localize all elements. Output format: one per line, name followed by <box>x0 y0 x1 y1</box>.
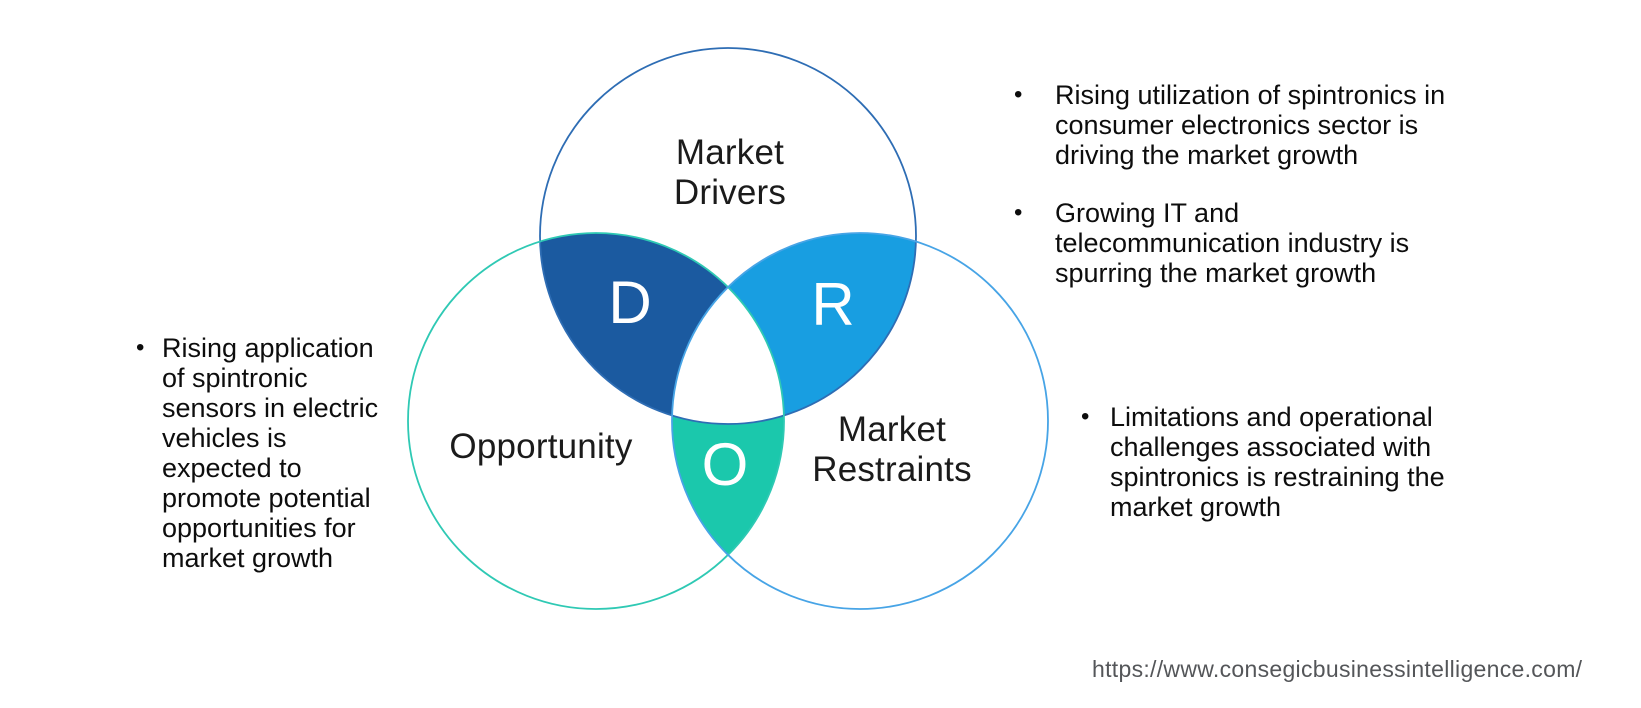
bullet-text-driver-1: Rising utilization of spintronics in con… <box>1055 80 1446 170</box>
bullet-text-opportunity: Rising application of spintronic sensors… <box>162 333 379 573</box>
circle-opportunity <box>407 232 785 610</box>
intersection-letter-d: D <box>608 269 652 336</box>
circle-market-restraints <box>671 232 1049 610</box>
label-opportunity: Opportunity <box>449 427 633 466</box>
bullet-icon: • <box>1014 81 1023 108</box>
circle-market-drivers <box>539 47 917 425</box>
footer-url: https://www.consegicbusinessintelligence… <box>1092 656 1583 682</box>
label-market-drivers: Market Drivers <box>673 133 787 212</box>
bullet-icon: • <box>1014 199 1023 226</box>
intersection-letter-r: R <box>811 271 855 338</box>
label-market-restraints: Market Restraints <box>812 410 972 489</box>
bullet-text-restraint-1: Limitations and operational challenges a… <box>1110 402 1445 522</box>
bullet-group-drivers: • Rising utilization of spintronics in c… <box>1014 80 1445 288</box>
bullet-group-opportunity: • Rising application of spintronic senso… <box>136 333 378 573</box>
bullet-icon: • <box>136 334 145 361</box>
list-item: • Limitations and operational challenges… <box>1081 402 1445 522</box>
bullet-icon: • <box>1081 403 1090 430</box>
intersection-letter-o: O <box>701 431 749 498</box>
list-item: • Growing IT and telecommunication indus… <box>1014 198 1445 288</box>
bullet-group-restraints: • Limitations and operational challenges… <box>1081 402 1445 522</box>
list-item: • Rising utilization of spintronics in c… <box>1014 80 1445 170</box>
bullet-text-driver-2: Growing IT and telecommunication industr… <box>1055 198 1410 288</box>
list-item: • Rising application of spintronic senso… <box>136 333 378 573</box>
